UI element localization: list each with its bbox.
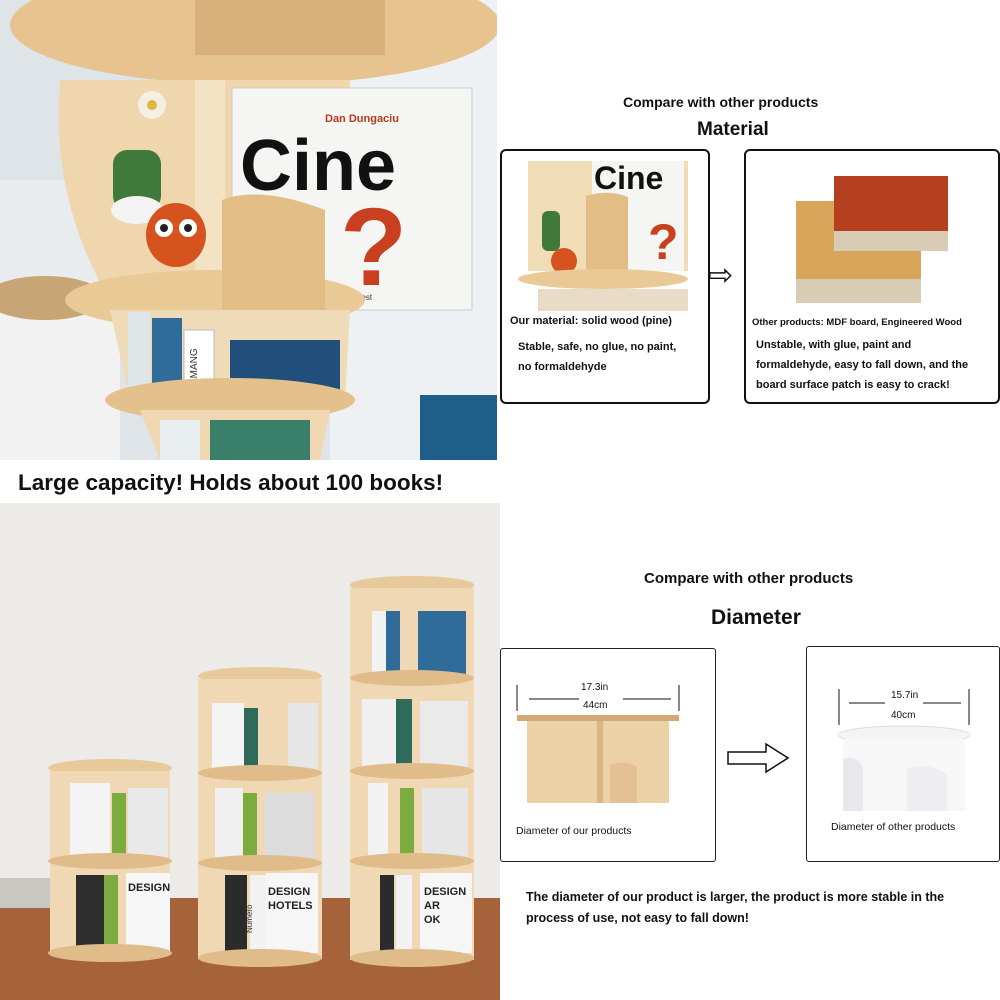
our-material-image: Cine ? <box>508 161 704 311</box>
other-diameter-card: 15.7in 40cm Diameter of other products <box>806 646 1000 862</box>
our-diameter-inches: 17.3in <box>581 682 609 693</box>
our-diameter-cm: 44cm <box>583 700 608 711</box>
mdf-board-image <box>796 176 948 303</box>
diameter-heading: Compare with other products <box>644 570 854 587</box>
other-diameter-diagram <box>837 689 971 811</box>
diameter-conclusion-2: process of use, not easy to fall down! <box>526 911 749 925</box>
other-material-card: Other products: MDF board, Engineered Wo… <box>744 149 1000 404</box>
book-hotels-medium-shelf: HOTELS <box>268 900 313 912</box>
other-material-label: Other products: MDF board, Engineered Wo… <box>752 317 962 328</box>
mini-book-title: Cine <box>594 161 663 196</box>
our-diameter-diagram <box>516 685 680 803</box>
book-spine-text: AMANG <box>189 348 200 385</box>
book-cover-title: Cine <box>240 126 396 206</box>
our-diameter-label: Diameter of our products <box>516 825 632 837</box>
capacity-caption: Large capacity! Holds about 100 books! <box>18 470 444 495</box>
other-diameter-label: Diameter of other products <box>831 821 956 833</box>
rotating-bookshelf-closeup: Dan Dungaciu Cine ? de Best AMANG <box>0 0 497 460</box>
our-material-desc-1: Stable, safe, no glue, no paint, <box>518 341 677 353</box>
top-product-photo: Dan Dungaciu Cine ? de Best AMANG <box>0 0 497 460</box>
mini-book-mark: ? <box>648 214 679 270</box>
material-title: Material <box>697 119 769 140</box>
book-design-tall-shelf: DESIGN <box>424 886 466 898</box>
our-diameter-card: 17.3in 44cm Diameter of our products <box>500 648 716 862</box>
other-diameter-inches: 15.7in <box>891 690 919 701</box>
material-compare-arrow: ⇨ <box>708 259 734 292</box>
diameter-conclusion-1: The diameter of our product is larger, t… <box>526 890 945 904</box>
book-design-small-shelf: DESIGN <box>128 882 170 894</box>
other-material-desc-2: formaldehyde, easy to fall down, and the <box>756 359 969 371</box>
material-heading: Compare with other products <box>623 94 819 110</box>
book-ark-tall-shelf: AR <box>424 900 440 912</box>
other-material-desc-3: board surface patch is easy to crack! <box>756 379 950 391</box>
other-material-desc-1: Unstable, with glue, paint and <box>756 339 912 351</box>
book-cover-author: Dan Dungaciu <box>325 113 399 125</box>
bottom-product-photo: DESIGN DESIGN HOTELS Numero <box>0 503 500 1000</box>
other-diameter-cm: 40cm <box>891 710 916 721</box>
our-material-desc-2: no formaldehyde <box>518 361 607 373</box>
three-bookshelves-scene: DESIGN DESIGN HOTELS Numero <box>0 503 500 1000</box>
book-design-medium-shelf: DESIGN <box>268 886 310 898</box>
book-numero-spine: Numero <box>245 904 254 933</box>
diameter-compare-arrow-icon <box>727 742 790 774</box>
book-ok-tall-shelf: OK <box>424 914 441 926</box>
our-material-label: Our material: solid wood (pine) <box>510 315 672 327</box>
diameter-title: Diameter <box>711 606 801 629</box>
our-material-card: Cine ? Our material: solid wood (pine) S… <box>500 149 710 404</box>
